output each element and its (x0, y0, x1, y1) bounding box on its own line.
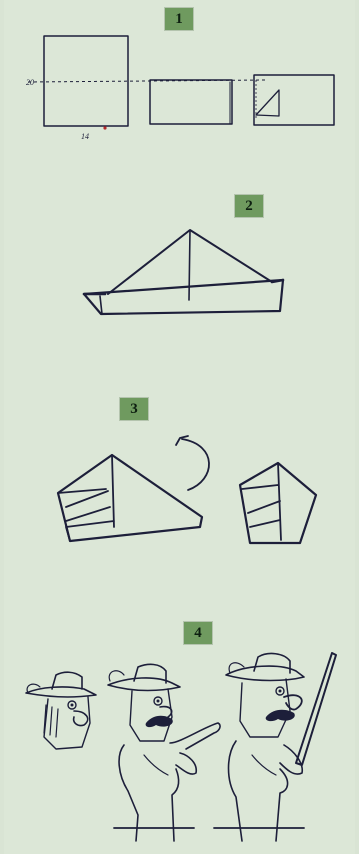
hat-brim-band (100, 296, 102, 314)
left-fold-inner (58, 455, 114, 541)
hat-outline (84, 280, 283, 314)
puppet-right (226, 653, 336, 841)
height-label: 20 (26, 78, 34, 87)
hat-center-line (189, 230, 190, 300)
width-marker (103, 126, 106, 129)
width-label: 14 (81, 132, 89, 141)
step-4-illustration (4, 645, 355, 845)
step-3-badge: 3 (120, 398, 148, 420)
folded-sheet (150, 80, 232, 124)
step-3-number: 3 (130, 401, 138, 418)
puppet-left (26, 672, 96, 749)
step-2-diagram (4, 220, 355, 330)
step-1-diagram: 20 14 (4, 20, 355, 160)
step-4-number: 4 (194, 625, 202, 642)
step-2-badge: 2 (235, 195, 263, 217)
instruction-page: 1 20 14 2 3 (4, 0, 355, 854)
corner-fold-triangle (256, 90, 279, 116)
paper-sheet (44, 36, 128, 126)
step-2-number: 2 (245, 198, 253, 215)
left-fold-shape (58, 455, 202, 541)
curved-arrow-icon (182, 439, 209, 490)
step-3-diagram (4, 425, 355, 565)
puppet-middle (108, 664, 220, 841)
step-4-badge: 4 (184, 622, 212, 644)
corner-fold-sheet (254, 75, 334, 125)
rifle-icon (296, 653, 336, 765)
